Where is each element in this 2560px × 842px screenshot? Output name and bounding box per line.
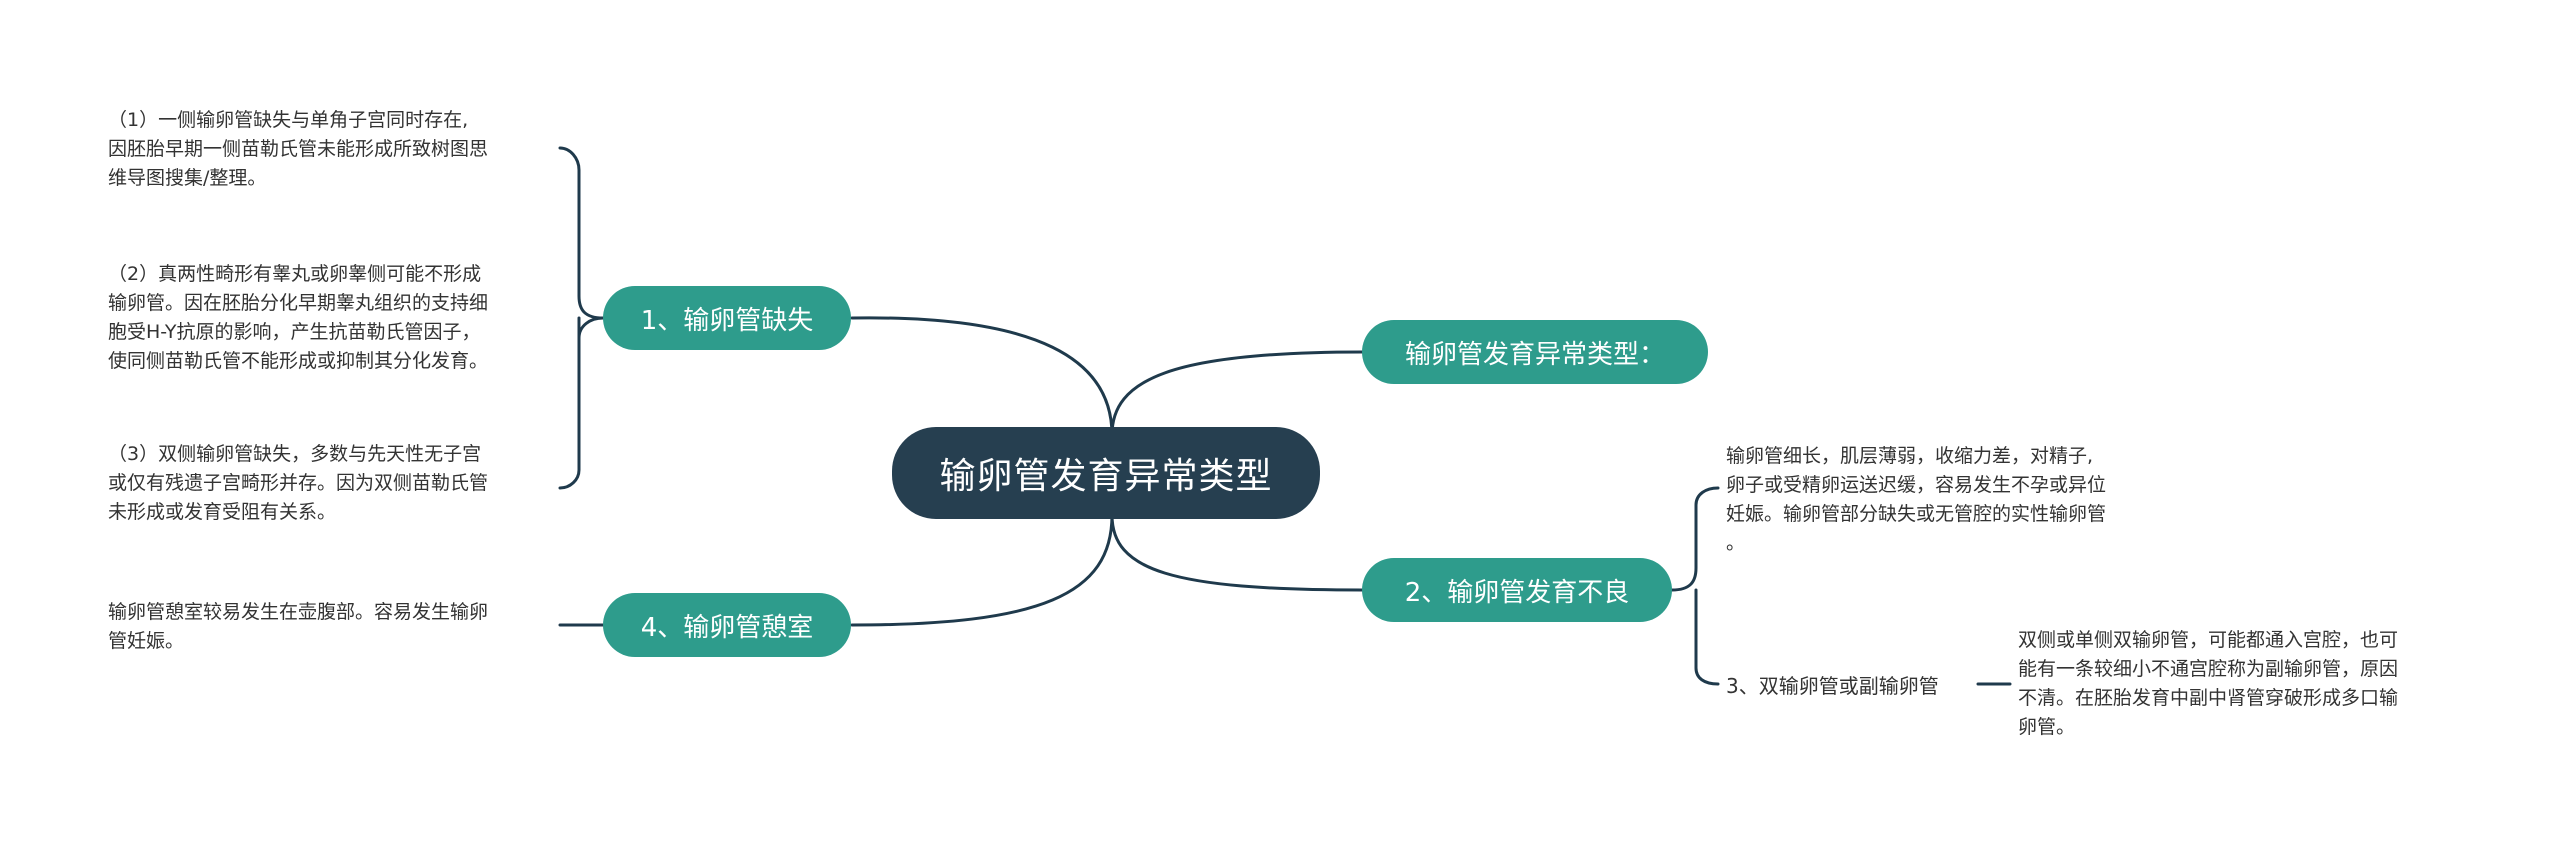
- branch-types-heading[interactable]: 输卵管发育异常类型：: [1362, 320, 1708, 384]
- leaf-line: 使同侧苗勒氏管不能形成或抑制其分化发育。: [108, 350, 489, 372]
- root-topic[interactable]: 输卵管发育异常类型: [892, 427, 1320, 519]
- branch-1-missing[interactable]: 1、输卵管缺失: [603, 286, 851, 350]
- leaf-line: 。: [1726, 532, 1746, 554]
- connector-root-branch-top-right: [1110, 350, 1364, 437]
- branch-2-leaf-1: 输卵管细长，肌层薄弱，收缩力差，对精子, 卵子或受精卵运送迟缓，容易发生不孕或异…: [1726, 442, 2106, 558]
- leaf-line: 卵管。: [2018, 716, 2076, 738]
- leaf-line: 输卵管细长，肌层薄弱，收缩力差，对精子,: [1726, 445, 2094, 467]
- connector-branch1-bracket: [558, 146, 605, 320]
- leaf-line: 能有一条较细小不通宫腔称为副输卵管，原因: [2018, 658, 2399, 680]
- leaf-line: 双侧或单侧双输卵管，可能都通入宫腔，也可: [2018, 629, 2399, 651]
- leaf-line: 卵子或受精卵运送迟缓，容易发生不孕或异位: [1726, 474, 2107, 496]
- connector-root-branch4: [850, 513, 1114, 627]
- subnode-3-leaf-1: 双侧或单侧双输卵管，可能都通入宫腔，也可 能有一条较细小不通宫腔称为副输卵管，原…: [2018, 626, 2398, 742]
- leaf-line: 妊娠。输卵管部分缺失或无管腔的实性输卵管: [1726, 503, 2107, 525]
- leaf-line: 维导图搜集/整理。: [108, 167, 267, 189]
- connector-root-branch1: [850, 316, 1114, 437]
- leaf-line: 因胚胎早期一侧苗勒氏管未能形成所致树图思: [108, 138, 489, 160]
- subnode-3-label: 3、双输卵管或副输卵管: [1726, 674, 1939, 698]
- connector-branch1-bracket-lower: [558, 316, 581, 490]
- connector-root-branch2: [1110, 513, 1364, 592]
- branch-1-leaf-1: （1）一侧输卵管缺失与单角子宫同时存在, 因胚胎早期一侧苗勒氏管未能形成所致树图…: [108, 106, 488, 193]
- branch-4-label: 4、输卵管憩室: [640, 612, 814, 643]
- branch-1-label: 1、输卵管缺失: [640, 305, 814, 336]
- leaf-line: 胞受H-Y抗原的影响，产生抗苗勒氏管因子，: [108, 321, 481, 343]
- root-topic-label: 输卵管发育异常类型: [939, 456, 1273, 497]
- leaf-line: （1）一侧输卵管缺失与单角子宫同时存在,: [108, 109, 469, 131]
- branch-1-leaf-3: （3）双侧输卵管缺失，多数与先天性无子宫 或仅有残遗子宫畸形并存。因为双侧苗勒氏…: [108, 440, 488, 527]
- leaf-line: （2）真两性畸形有睾丸或卵睾侧可能不形成: [108, 263, 482, 285]
- leaf-line: 输卵管憩室较易发生在壶腹部。容易发生输卵: [108, 601, 489, 623]
- branch-1-leaf-2: （2）真两性畸形有睾丸或卵睾侧可能不形成 输卵管。因在胚胎分化早期睾丸组织的支持…: [108, 260, 488, 376]
- connector-branch2-bracket-lower: [1694, 588, 1720, 686]
- leaf-line: 不清。在胚胎发育中副中肾管穿破形成多口输: [2018, 687, 2399, 709]
- branch-4-diverticulum[interactable]: 4、输卵管憩室: [603, 593, 851, 657]
- leaf-line: 未形成或发育受阻有关系。: [108, 501, 337, 523]
- connector-branch1-leaf2: [577, 316, 605, 340]
- leaf-line: 或仅有残遗子宫畸形并存。因为双侧苗勒氏管: [108, 472, 489, 494]
- leaf-line: 管妊娠。: [108, 630, 185, 652]
- subnode-3-double-tube[interactable]: 3、双输卵管或副输卵管: [1726, 670, 1939, 699]
- leaf-line: 输卵管。因在胚胎分化早期睾丸组织的支持细: [108, 292, 489, 314]
- branch-4-leaf-1: 输卵管憩室较易发生在壶腹部。容易发生输卵 管妊娠。: [108, 598, 488, 656]
- branch-2-hypoplasia[interactable]: 2、输卵管发育不良: [1362, 558, 1672, 622]
- branch-2-label: 2、输卵管发育不良: [1404, 577, 1630, 608]
- connector-branch2-bracket: [1670, 486, 1720, 592]
- leaf-line: （3）双侧输卵管缺失，多数与先天性无子宫: [108, 443, 482, 465]
- branch-types-heading-label: 输卵管发育异常类型：: [1404, 339, 1665, 370]
